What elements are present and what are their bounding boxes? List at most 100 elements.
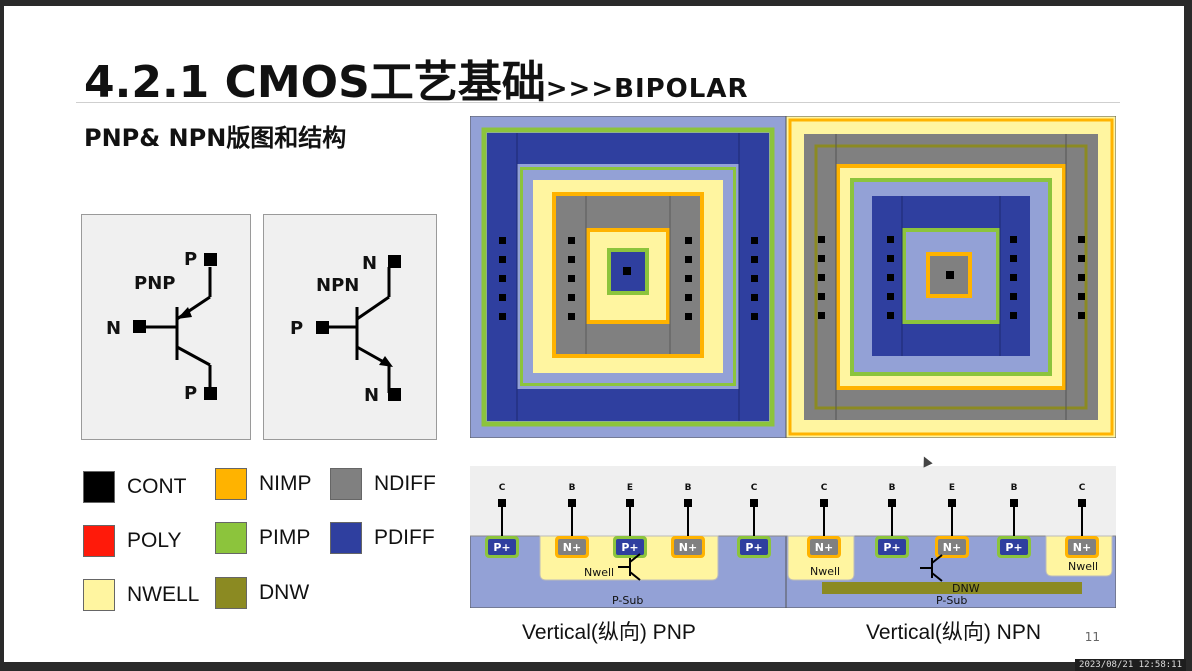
npn-base-label: P: [290, 318, 303, 339]
xs-implant: [674, 539, 702, 555]
npn-top-label: N: [362, 253, 377, 274]
contact-square: [568, 313, 575, 320]
xs-terminal-label: C: [1079, 483, 1086, 493]
legend-pdiff: PDIFF: [330, 522, 435, 554]
npn-contacts: [818, 236, 1085, 319]
xs-terminal-label: B: [1011, 483, 1018, 493]
contact-square: [499, 237, 506, 244]
xs-implant-label: P+: [1005, 541, 1022, 554]
contact-square: [1078, 312, 1085, 319]
xs-implant-label: P+: [493, 541, 510, 554]
xs-implant: [488, 539, 516, 555]
npn-xs-sub-label: P-Sub: [936, 594, 967, 607]
contact-square: [818, 236, 825, 243]
contact-square: [685, 294, 692, 301]
contact-square: [685, 256, 692, 263]
npn-xs-well-right: Nwell: [1068, 560, 1098, 573]
xs-terminal-label: C: [821, 483, 828, 493]
pnp-base-label: N: [106, 318, 121, 339]
xs-implant-label: N+: [943, 541, 961, 554]
legend-poly: POLY: [83, 525, 181, 557]
xs-implant-label: N+: [815, 541, 833, 554]
legend-ndiff: NDIFF: [330, 468, 436, 500]
legend-swatch: [215, 468, 247, 500]
contact-square: [818, 293, 825, 300]
slide: 4.2.1 CMOS工艺基础>>>BIPOLAR PNP& NPN版图和结构 P…: [4, 6, 1184, 662]
xs-implant-label: P+: [883, 541, 900, 554]
contact-square: [685, 275, 692, 282]
legend-label: PIMP: [259, 526, 311, 549]
pnp-xs-well-label: Nwell: [584, 566, 614, 579]
slide-title: 4.2.1 CMOS工艺基础>>>BIPOLAR: [84, 46, 748, 110]
xs-implant-label: P+: [621, 541, 638, 554]
xs-contact: [750, 499, 758, 507]
legend-nimp: NIMP: [215, 468, 312, 500]
legend-label: NWELL: [127, 583, 200, 606]
npn-cross-section: CN+BP+EN+BP+CN+ Nwell Nwell DNW P-Sub: [786, 466, 1116, 608]
xs-implant: [1068, 539, 1096, 555]
xs-contact: [1078, 499, 1086, 507]
slide-subtitle: PNP& NPN版图和结构: [84, 124, 347, 152]
contact-square: [568, 294, 575, 301]
contact-square: [1010, 236, 1017, 243]
page-number: 11: [1084, 630, 1100, 644]
pnp-contacts: [499, 237, 758, 320]
screen-timestamp: 2023/08/21 12:58:11: [1075, 659, 1186, 671]
contact-square: [685, 237, 692, 244]
xs-implant-label: P+: [745, 541, 762, 554]
legend-label: DNW: [259, 581, 310, 604]
contact-square: [1078, 274, 1085, 281]
legend-label: NDIFF: [374, 472, 436, 495]
npn-xs-terminals: C N+ B P+ E N+ B P+ C N+: [807, 483, 1099, 558]
xs-implant: [558, 539, 586, 555]
pnp-caption: Vertical(纵向) PNP: [522, 621, 696, 644]
legend-swatch: [330, 468, 362, 500]
legend-label: POLY: [127, 529, 182, 552]
xs-implant-label: N+: [1073, 541, 1091, 554]
contact-square: [568, 256, 575, 263]
xs-implant: [740, 539, 768, 555]
contact-square: [1078, 255, 1085, 262]
legend-pimp: PIMP: [215, 522, 310, 554]
contact-square: [887, 293, 894, 300]
legend-swatch: [83, 471, 115, 503]
contact-square: [1010, 255, 1017, 262]
xs-contact: [498, 499, 506, 507]
contact-square: [818, 274, 825, 281]
legend-nwell: NWELL: [83, 579, 199, 611]
xs-terminal-label: E: [627, 483, 633, 493]
contact-square: [499, 275, 506, 282]
xs-implant: [878, 539, 906, 555]
xs-contact: [948, 499, 956, 507]
legend-label: NIMP: [259, 472, 312, 495]
npn-caption: Vertical(纵向) NPN: [866, 621, 1042, 644]
contact-square: [1010, 274, 1017, 281]
contact-square: [751, 294, 758, 301]
pnp-xs-transistor-icon: [618, 553, 641, 581]
contact-square: [818, 312, 825, 319]
xs-contact: [626, 499, 634, 507]
npn-symbol: NPN N P N: [290, 253, 401, 406]
npn-xs-dnw-label: DNW: [952, 582, 980, 595]
legend-swatch: [330, 522, 362, 554]
contact-square: [685, 313, 692, 320]
xs-terminal-label: C: [499, 483, 506, 493]
pnp-cross-section: CP+BN+EP+BN+CP+ Nwell P-Sub: [470, 466, 786, 608]
xs-terminal-label: B: [889, 483, 896, 493]
npn-bottom-label: N: [364, 385, 379, 406]
contact-square: [1010, 312, 1017, 319]
npn-name: NPN: [316, 275, 359, 296]
contact-square: [499, 294, 506, 301]
xs-terminal-label: C: [751, 483, 758, 493]
contact-square: [568, 237, 575, 244]
xs-implant: [938, 539, 966, 555]
pnp-bottom-label: P: [184, 383, 197, 404]
contact-square: [751, 275, 758, 282]
npn-xs-transistor-icon: [920, 554, 943, 582]
xs-terminal-label: E: [949, 483, 955, 493]
xs-implant-label: N+: [563, 541, 581, 554]
contact-square: [499, 313, 506, 320]
xs-terminal-label: B: [569, 483, 576, 493]
xs-implant: [810, 539, 838, 555]
contact-square: [568, 275, 575, 282]
